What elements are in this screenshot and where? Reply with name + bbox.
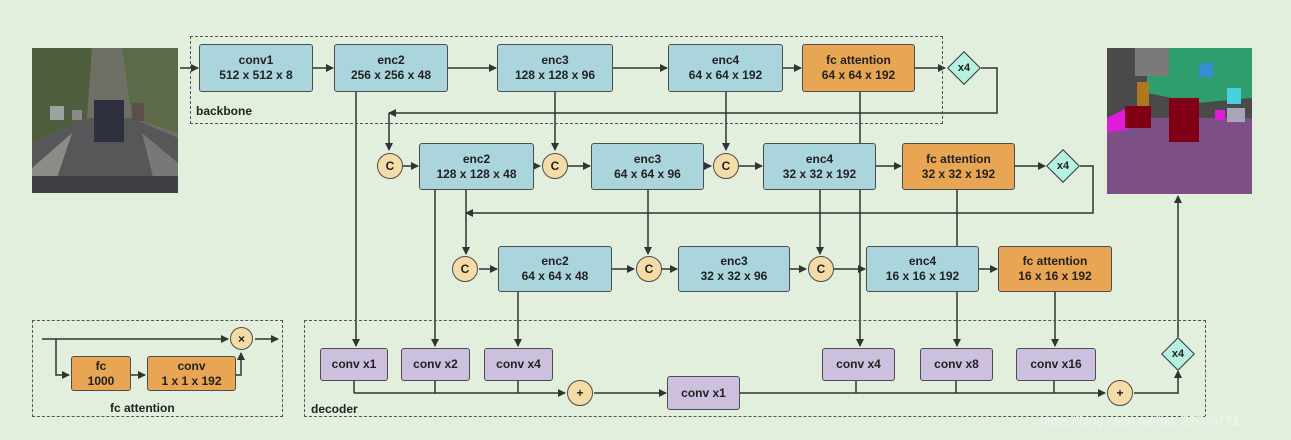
output-segmentation-image	[1107, 48, 1252, 194]
row3-enc2-block: enc2 64 x 64 x 48	[498, 246, 612, 292]
block-title: conv x1	[681, 385, 726, 400]
block-dims: 512 x 512 x 8	[219, 68, 293, 82]
block-title: conv x8	[934, 357, 979, 371]
decoder-conv-x16-block: conv x16	[1016, 348, 1096, 381]
upsample-x4-diamond-output: x4	[1161, 337, 1195, 371]
row2-fc-attention-block: fc attention 32 x 32 x 192	[902, 143, 1015, 190]
decoder-conv-x8-block: conv x8	[920, 348, 993, 381]
block-dims: 64 x 64 x 192	[821, 68, 896, 82]
backbone-fc-attention-block: fc attention 64 x 64 x 192	[802, 44, 915, 92]
block-title: conv x2	[413, 357, 458, 371]
block-title: enc2	[541, 254, 569, 268]
block-title: enc3	[541, 53, 569, 67]
block-title: conv1	[238, 53, 274, 67]
row2-enc2-block: enc2 128 x 128 x 48	[419, 143, 534, 190]
backbone-label: backbone	[196, 104, 253, 118]
diamond-label: x4	[957, 62, 971, 74]
diamond-label: x4	[1171, 348, 1185, 360]
block-title: enc2	[377, 53, 405, 67]
block-dims: 1000	[87, 373, 115, 388]
decoder-group	[304, 320, 1206, 417]
upsample-x4-diamond-row1: x4	[947, 51, 981, 85]
concat-op-r2-1: C	[377, 153, 403, 179]
block-dims: 16 x 16 x 192	[885, 269, 960, 283]
block-dims: 128 x 128 x 96	[514, 68, 596, 82]
decoder-conv-x4-block: conv x4	[484, 348, 553, 381]
upsample-x4-diamond-row2: x4	[1046, 149, 1080, 183]
concat-op-r2-2: C	[542, 153, 568, 179]
row3-enc3-block: enc3 32 x 32 x 96	[678, 246, 790, 292]
conv1-block: conv1 512 x 512 x 8	[199, 44, 313, 92]
decoder-conv-x1-block: conv x1	[320, 348, 388, 381]
row2-enc4-block: enc4 32 x 32 x 192	[763, 143, 876, 190]
block-title: enc3	[720, 254, 748, 268]
block-title: enc4	[908, 254, 937, 268]
watermark-text: https://blog.csdn.net/qq_27036771	[1040, 413, 1240, 428]
block-dims: 256 x 256 x 48	[350, 68, 432, 82]
block-title: fc attention	[926, 151, 991, 166]
block-title: enc4	[711, 53, 740, 67]
row3-fc-attention-block: fc attention 16 x 16 x 192	[998, 246, 1112, 292]
fc-attention-inset-label: fc attention	[110, 401, 175, 415]
block-title: conv	[177, 358, 206, 373]
concat-op-r3-1: C	[452, 256, 478, 282]
backbone-enc3-block: enc3 128 x 128 x 96	[497, 44, 613, 92]
block-dims: 128 x 128 x 48	[436, 166, 517, 181]
conv-1x1-block: conv 1 x 1 x 192	[147, 356, 236, 391]
block-title: conv x16	[1030, 357, 1082, 371]
block-title: enc4	[805, 151, 834, 166]
block-dims: 1 x 1 x 192	[161, 373, 222, 388]
decoder-merge-conv-x1-block: conv x1	[667, 376, 740, 410]
row3-enc4-block: enc4 16 x 16 x 192	[866, 246, 979, 292]
block-title: fc attention	[1022, 254, 1088, 268]
backbone-group	[190, 36, 943, 124]
fc-attention-inset-group	[32, 320, 283, 417]
block-dims: 32 x 32 x 96	[700, 269, 768, 283]
decoder-conv-x2-block: conv x2	[401, 348, 470, 381]
backbone-enc4-block: enc4 64 x 64 x 192	[668, 44, 783, 92]
diamond-label: x4	[1056, 160, 1070, 172]
block-title: conv x4	[836, 357, 881, 371]
block-title: fc	[95, 358, 107, 373]
block-dims: 64 x 64 x 96	[614, 166, 681, 181]
concat-op-r2-3: C	[713, 153, 739, 179]
block-title: conv x4	[496, 357, 541, 371]
multiply-op: ×	[230, 327, 253, 350]
block-title: fc attention	[826, 53, 891, 67]
block-dims: 32 x 32 x 192	[782, 166, 857, 181]
block-title: conv x1	[331, 357, 377, 371]
input-street-image	[32, 48, 178, 193]
add-op-1: +	[567, 380, 593, 406]
add-op-2: +	[1107, 380, 1133, 406]
block-dims: 64 x 64 x 48	[521, 269, 589, 283]
block-dims: 16 x 16 x 192	[1018, 269, 1092, 283]
backbone-enc2-block: enc2 256 x 256 x 48	[334, 44, 448, 92]
decoder-label: decoder	[311, 402, 358, 416]
block-dims: 64 x 64 x 192	[688, 68, 763, 82]
concat-op-r3-3: C	[808, 256, 834, 282]
block-title: enc3	[633, 151, 662, 166]
decoder-conv-x4-deep-block: conv x4	[822, 348, 895, 381]
concat-op-r3-2: C	[636, 256, 662, 282]
row2-enc3-block: enc3 64 x 64 x 96	[591, 143, 704, 190]
fc-1000-block: fc 1000	[71, 356, 131, 391]
block-title: enc2	[462, 151, 491, 166]
block-dims: 32 x 32 x 192	[921, 166, 996, 181]
